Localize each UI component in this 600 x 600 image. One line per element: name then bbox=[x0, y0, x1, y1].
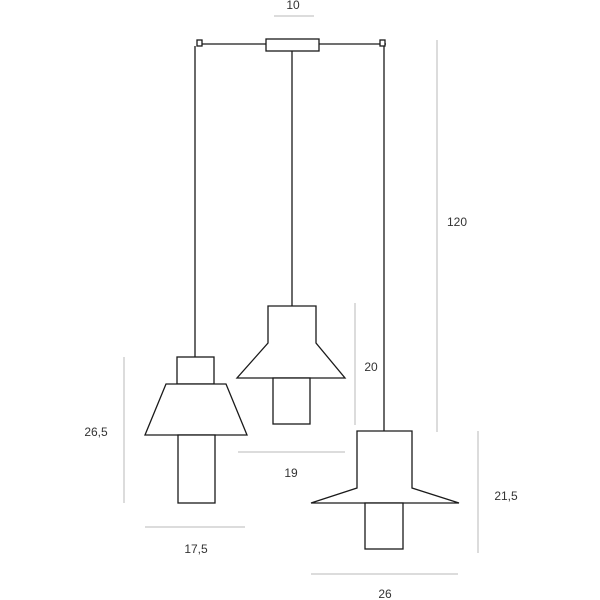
dimension-lines bbox=[123, 15, 479, 575]
left-lamp-lower-body bbox=[177, 434, 216, 504]
left-pendant-lamp bbox=[144, 356, 248, 504]
middle-pendant-lamp bbox=[235, 305, 347, 425]
canopy-width-label: 10 bbox=[286, 0, 300, 12]
middle-lamp-width-label: 19 bbox=[284, 466, 298, 480]
ceiling-canopy bbox=[265, 38, 320, 52]
middle-lamp-shade bbox=[235, 305, 347, 379]
left-lamp-width-label: 17,5 bbox=[184, 542, 208, 556]
right-lamp-height-label: 21,5 bbox=[494, 489, 518, 503]
overall-drop-label: 120 bbox=[447, 215, 467, 229]
right-pendant-lamp bbox=[310, 430, 460, 550]
middle-lamp-height-label: 20 bbox=[364, 360, 378, 374]
middle-lamp-lower-body bbox=[272, 377, 311, 425]
dimension-labels: 10 120 26,5 17,5 20 19 21,5 26 bbox=[84, 0, 518, 600]
left-cable-clip bbox=[196, 39, 203, 47]
ceiling-canopy-assembly bbox=[196, 38, 386, 52]
right-lamp-width-label: 26 bbox=[378, 587, 392, 600]
suspension-cables bbox=[194, 46, 385, 431]
left-lamp-shade bbox=[144, 383, 248, 436]
right-lamp-lower-body bbox=[364, 502, 404, 550]
left-lamp-top-cap bbox=[176, 356, 215, 385]
right-lamp-shade bbox=[310, 430, 460, 504]
left-lamp-height-label: 26,5 bbox=[84, 425, 108, 439]
right-cable-clip bbox=[379, 39, 386, 47]
